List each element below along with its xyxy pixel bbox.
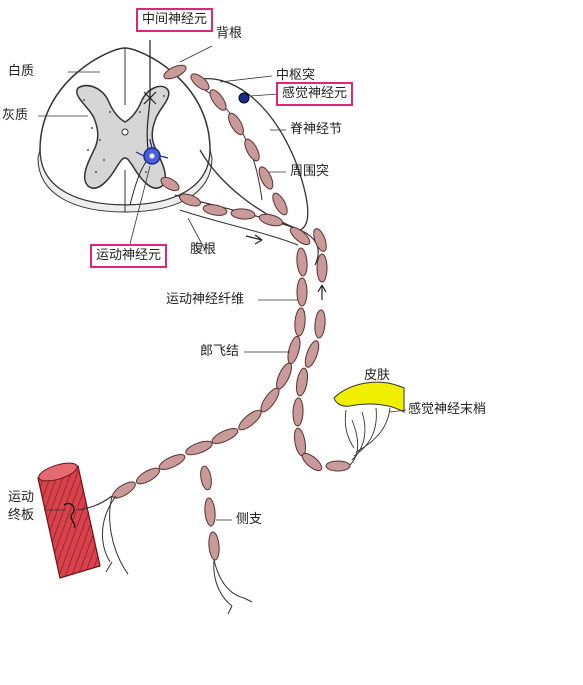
label-peripheral-process: 周围突 bbox=[290, 164, 330, 179]
label-skin: 皮肤 bbox=[364, 368, 391, 383]
label-collateral: 侧支 bbox=[236, 512, 263, 527]
sensory-neuron-cell bbox=[238, 92, 250, 104]
label-motor-endplate-line1: 运动 bbox=[8, 490, 35, 505]
label-gray-matter: 灰质 bbox=[2, 108, 29, 123]
label-dorsal-root: 背根 bbox=[216, 26, 243, 41]
label-ventral-root: 腹根 bbox=[190, 242, 217, 257]
label-interneuron: 中间神经元 bbox=[136, 8, 214, 32]
label-white-matter: 白质 bbox=[8, 64, 35, 79]
sensory-ending-branches bbox=[344, 407, 391, 466]
skin bbox=[333, 381, 405, 413]
leader-lines bbox=[38, 45, 407, 521]
label-node-of-ranvier: 郎飞结 bbox=[200, 344, 240, 359]
myelin-segments bbox=[112, 64, 351, 561]
motor-neuron-cell bbox=[129, 139, 169, 206]
label-spinal-ganglion: 脊神经节 bbox=[290, 122, 343, 137]
spinal-cord-section bbox=[37, 47, 213, 213]
muscle-fiber bbox=[37, 462, 101, 579]
interneuron-cell bbox=[143, 40, 157, 151]
label-motor-neuron: 运动神经元 bbox=[90, 244, 168, 268]
label-sensory-neuron: 感觉神经元 bbox=[276, 82, 354, 106]
label-sensory-ending: 感觉神经末梢 bbox=[408, 402, 487, 417]
label-central-process: 中枢突 bbox=[276, 68, 316, 83]
label-motor-endplate-line2: 终板 bbox=[8, 508, 35, 523]
spinal-ganglion bbox=[194, 78, 309, 231]
label-motor-fiber: 运动神经纤维 bbox=[166, 292, 245, 307]
